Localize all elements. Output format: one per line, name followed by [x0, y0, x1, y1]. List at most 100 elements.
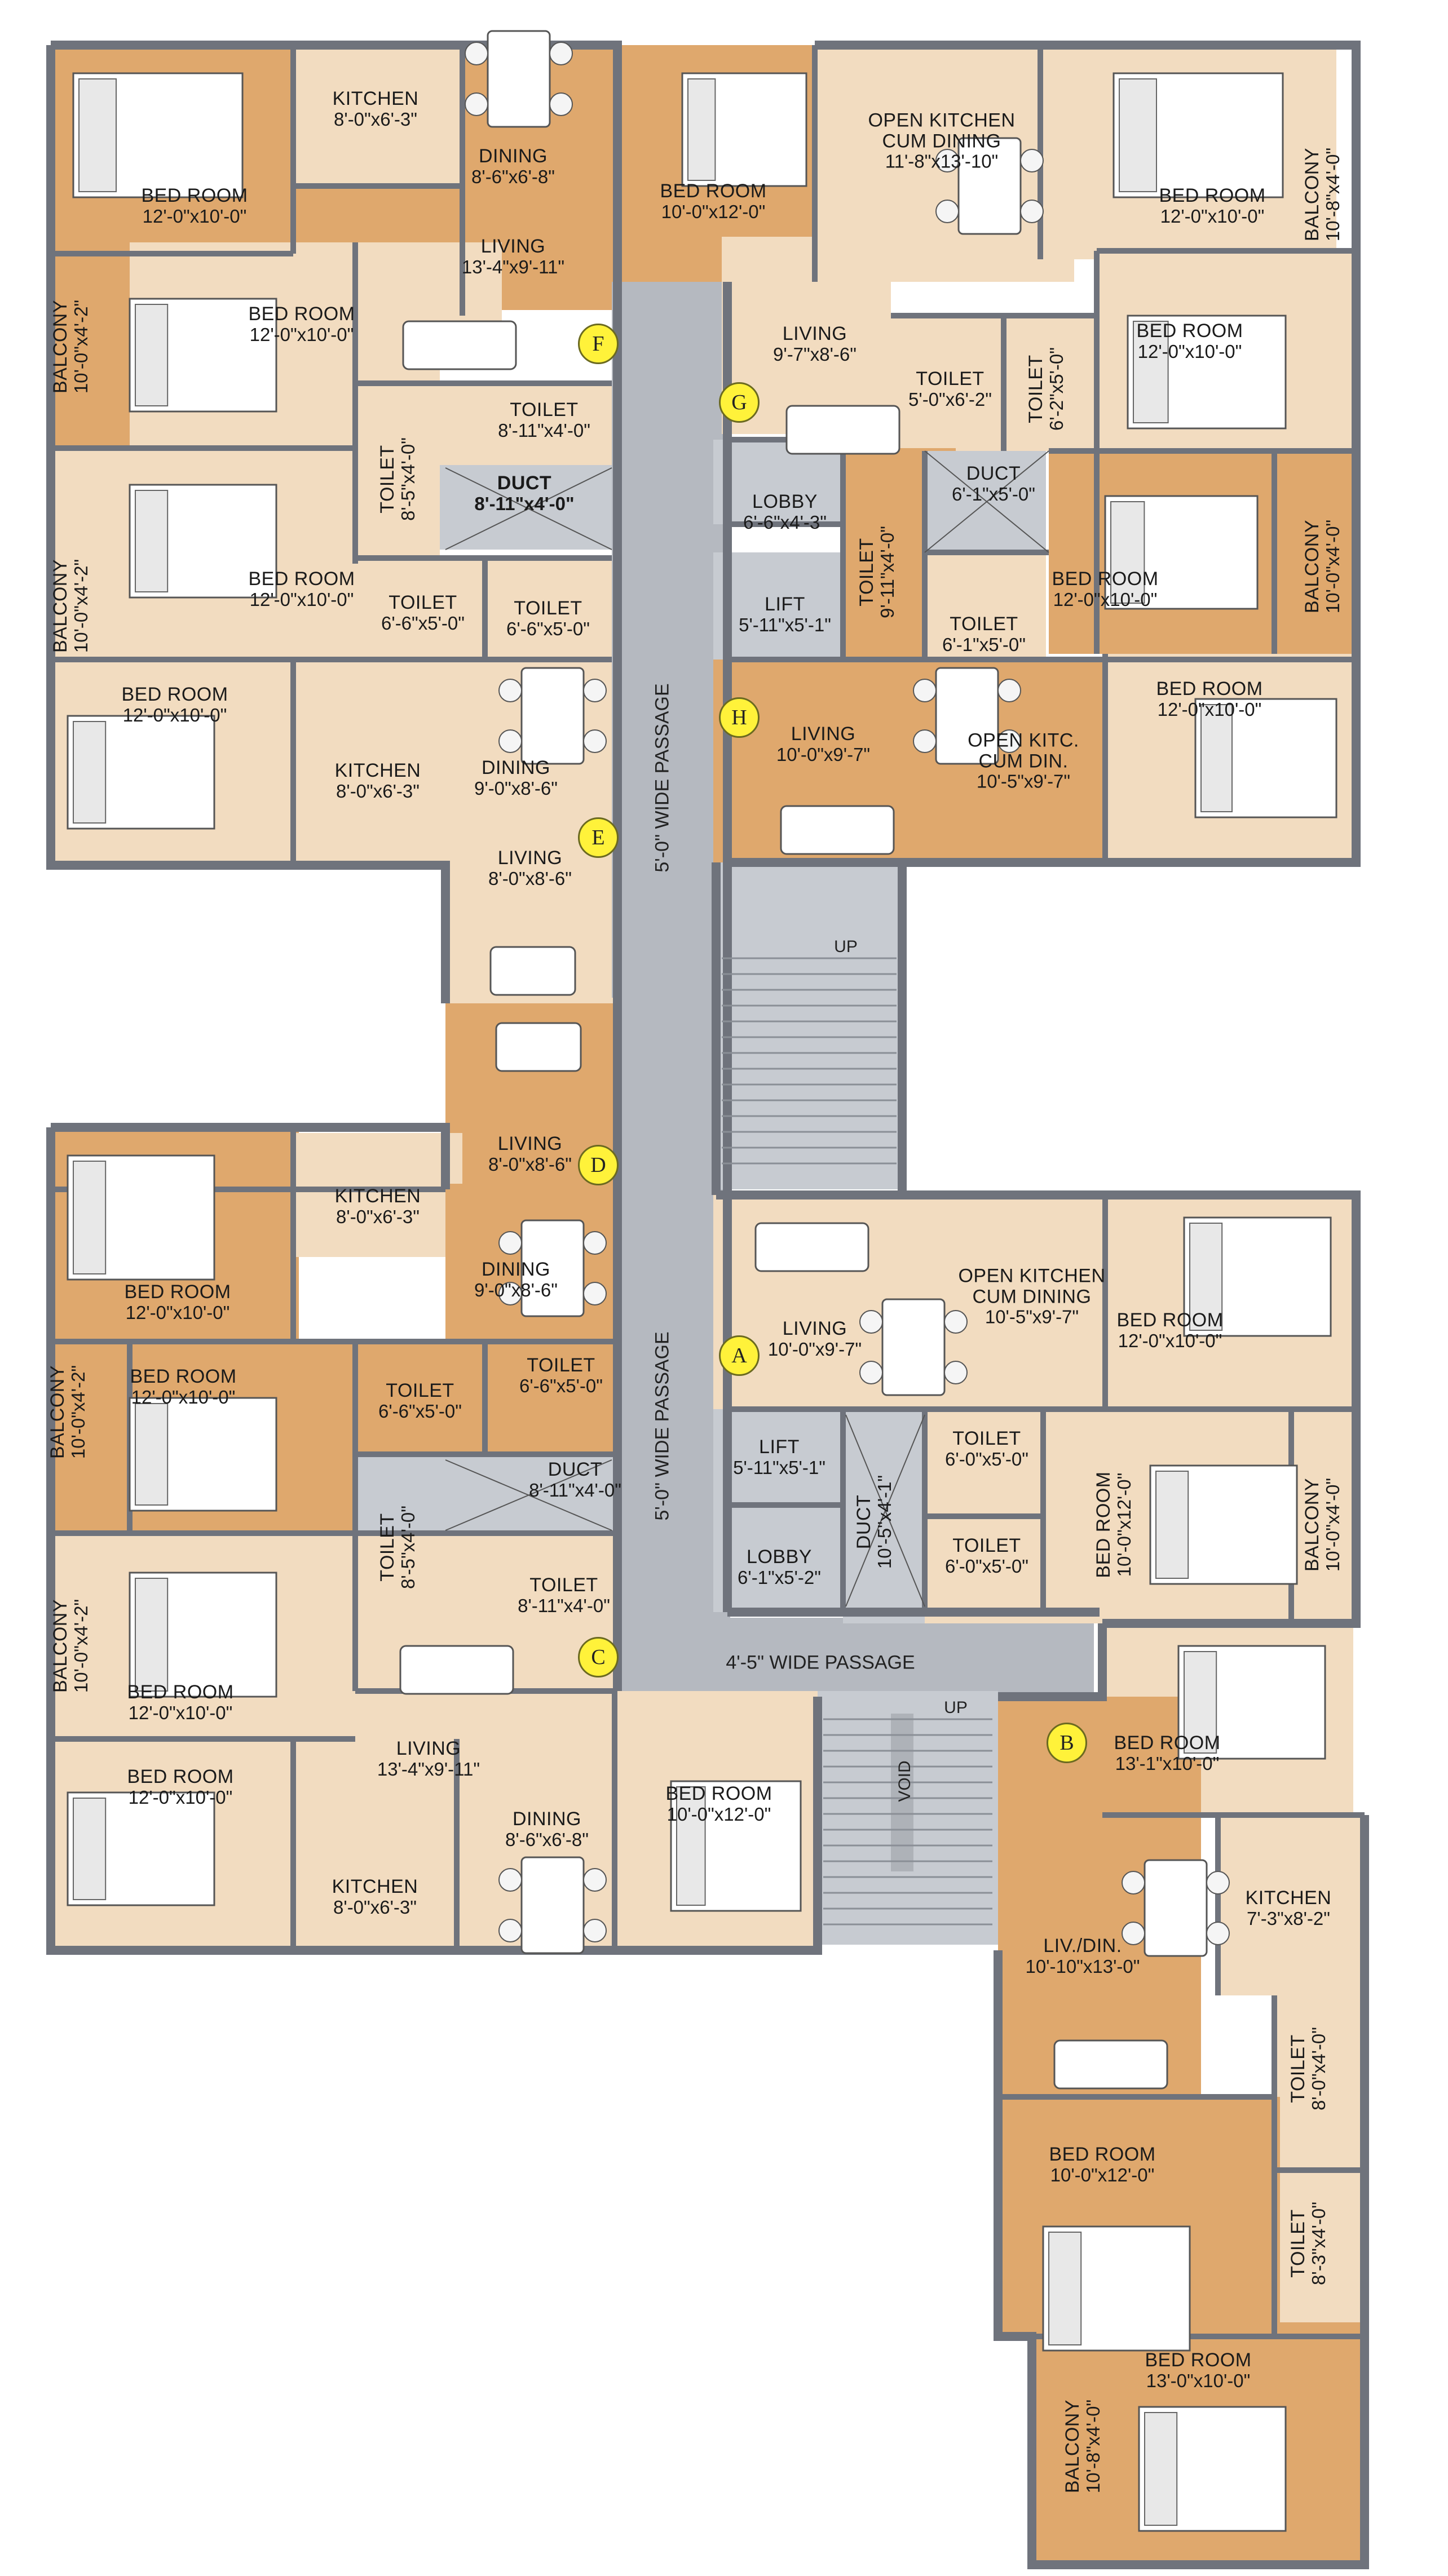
bed-pillow — [687, 78, 716, 181]
room-fill — [1291, 1409, 1353, 1623]
chair — [1020, 149, 1044, 172]
wall — [994, 1815, 1369, 2569]
chair — [498, 1919, 522, 1942]
chair — [583, 729, 607, 753]
chair — [498, 1231, 522, 1255]
bed-pillow — [73, 1161, 107, 1274]
chair — [944, 1310, 968, 1334]
bed-pillow — [1144, 2412, 1178, 2526]
furniture-layer — [67, 30, 1337, 2532]
wall — [51, 41, 622, 282]
flat-marker-b: B — [1047, 1723, 1087, 1763]
bed-pillow — [135, 1403, 169, 1506]
passage-label-cross: 4'-5" WIDE PASSAGE — [726, 1652, 915, 1674]
sofa — [399, 1645, 514, 1695]
room-fill — [51, 1533, 127, 1739]
dining-table — [1144, 1859, 1208, 1957]
chair — [935, 200, 959, 223]
room-fill — [843, 1409, 928, 1623]
flat-marker-g: G — [719, 382, 760, 423]
room-fill — [612, 1618, 1094, 1697]
chair — [498, 1868, 522, 1892]
dining-table — [487, 30, 551, 128]
void-label: VOID — [895, 1760, 914, 1802]
sofa — [1053, 2039, 1168, 2090]
room-fill — [293, 1133, 462, 1257]
dining-table — [881, 1298, 946, 1396]
room-fill — [1004, 316, 1097, 451]
chair — [498, 729, 522, 753]
bed-pillow — [135, 1578, 169, 1692]
room-fill — [51, 448, 127, 665]
room-fill — [350, 366, 440, 561]
dining-table — [957, 137, 1022, 235]
room-fill — [925, 552, 1046, 662]
room-fill — [485, 1533, 615, 1637]
room-fill — [355, 558, 491, 662]
room-fill — [293, 45, 465, 186]
wall — [46, 1127, 822, 1955]
chair — [465, 42, 488, 65]
chair — [549, 92, 573, 116]
room-label: LIV./DIN.10'-10"x13'-0" — [1025, 1935, 1140, 1977]
dining-table — [520, 1219, 585, 1317]
room-fill — [612, 998, 730, 1691]
chair — [1122, 1922, 1145, 1945]
room-fill — [612, 282, 730, 1009]
room-fill — [1218, 1815, 1365, 1995]
bed-pillow — [1155, 1471, 1189, 1579]
sofa — [780, 805, 895, 855]
flat-marker-h: H — [719, 697, 760, 738]
wall — [998, 1623, 1107, 1701]
dining-table — [935, 667, 999, 765]
chair — [465, 92, 488, 116]
bed-pillow — [676, 1786, 706, 1906]
bed-pillow — [1119, 78, 1157, 192]
chair — [913, 729, 937, 753]
chair — [583, 679, 607, 702]
room-fill — [1032, 2322, 1100, 2565]
chair — [1122, 1871, 1145, 1895]
chair — [997, 679, 1021, 702]
chair — [1206, 1871, 1230, 1895]
room-fill — [485, 558, 612, 662]
duct-line — [924, 450, 1049, 553]
dining-table — [520, 1856, 585, 1954]
chair — [583, 1919, 607, 1942]
chair — [583, 1282, 607, 1305]
sofa — [754, 1222, 869, 1272]
